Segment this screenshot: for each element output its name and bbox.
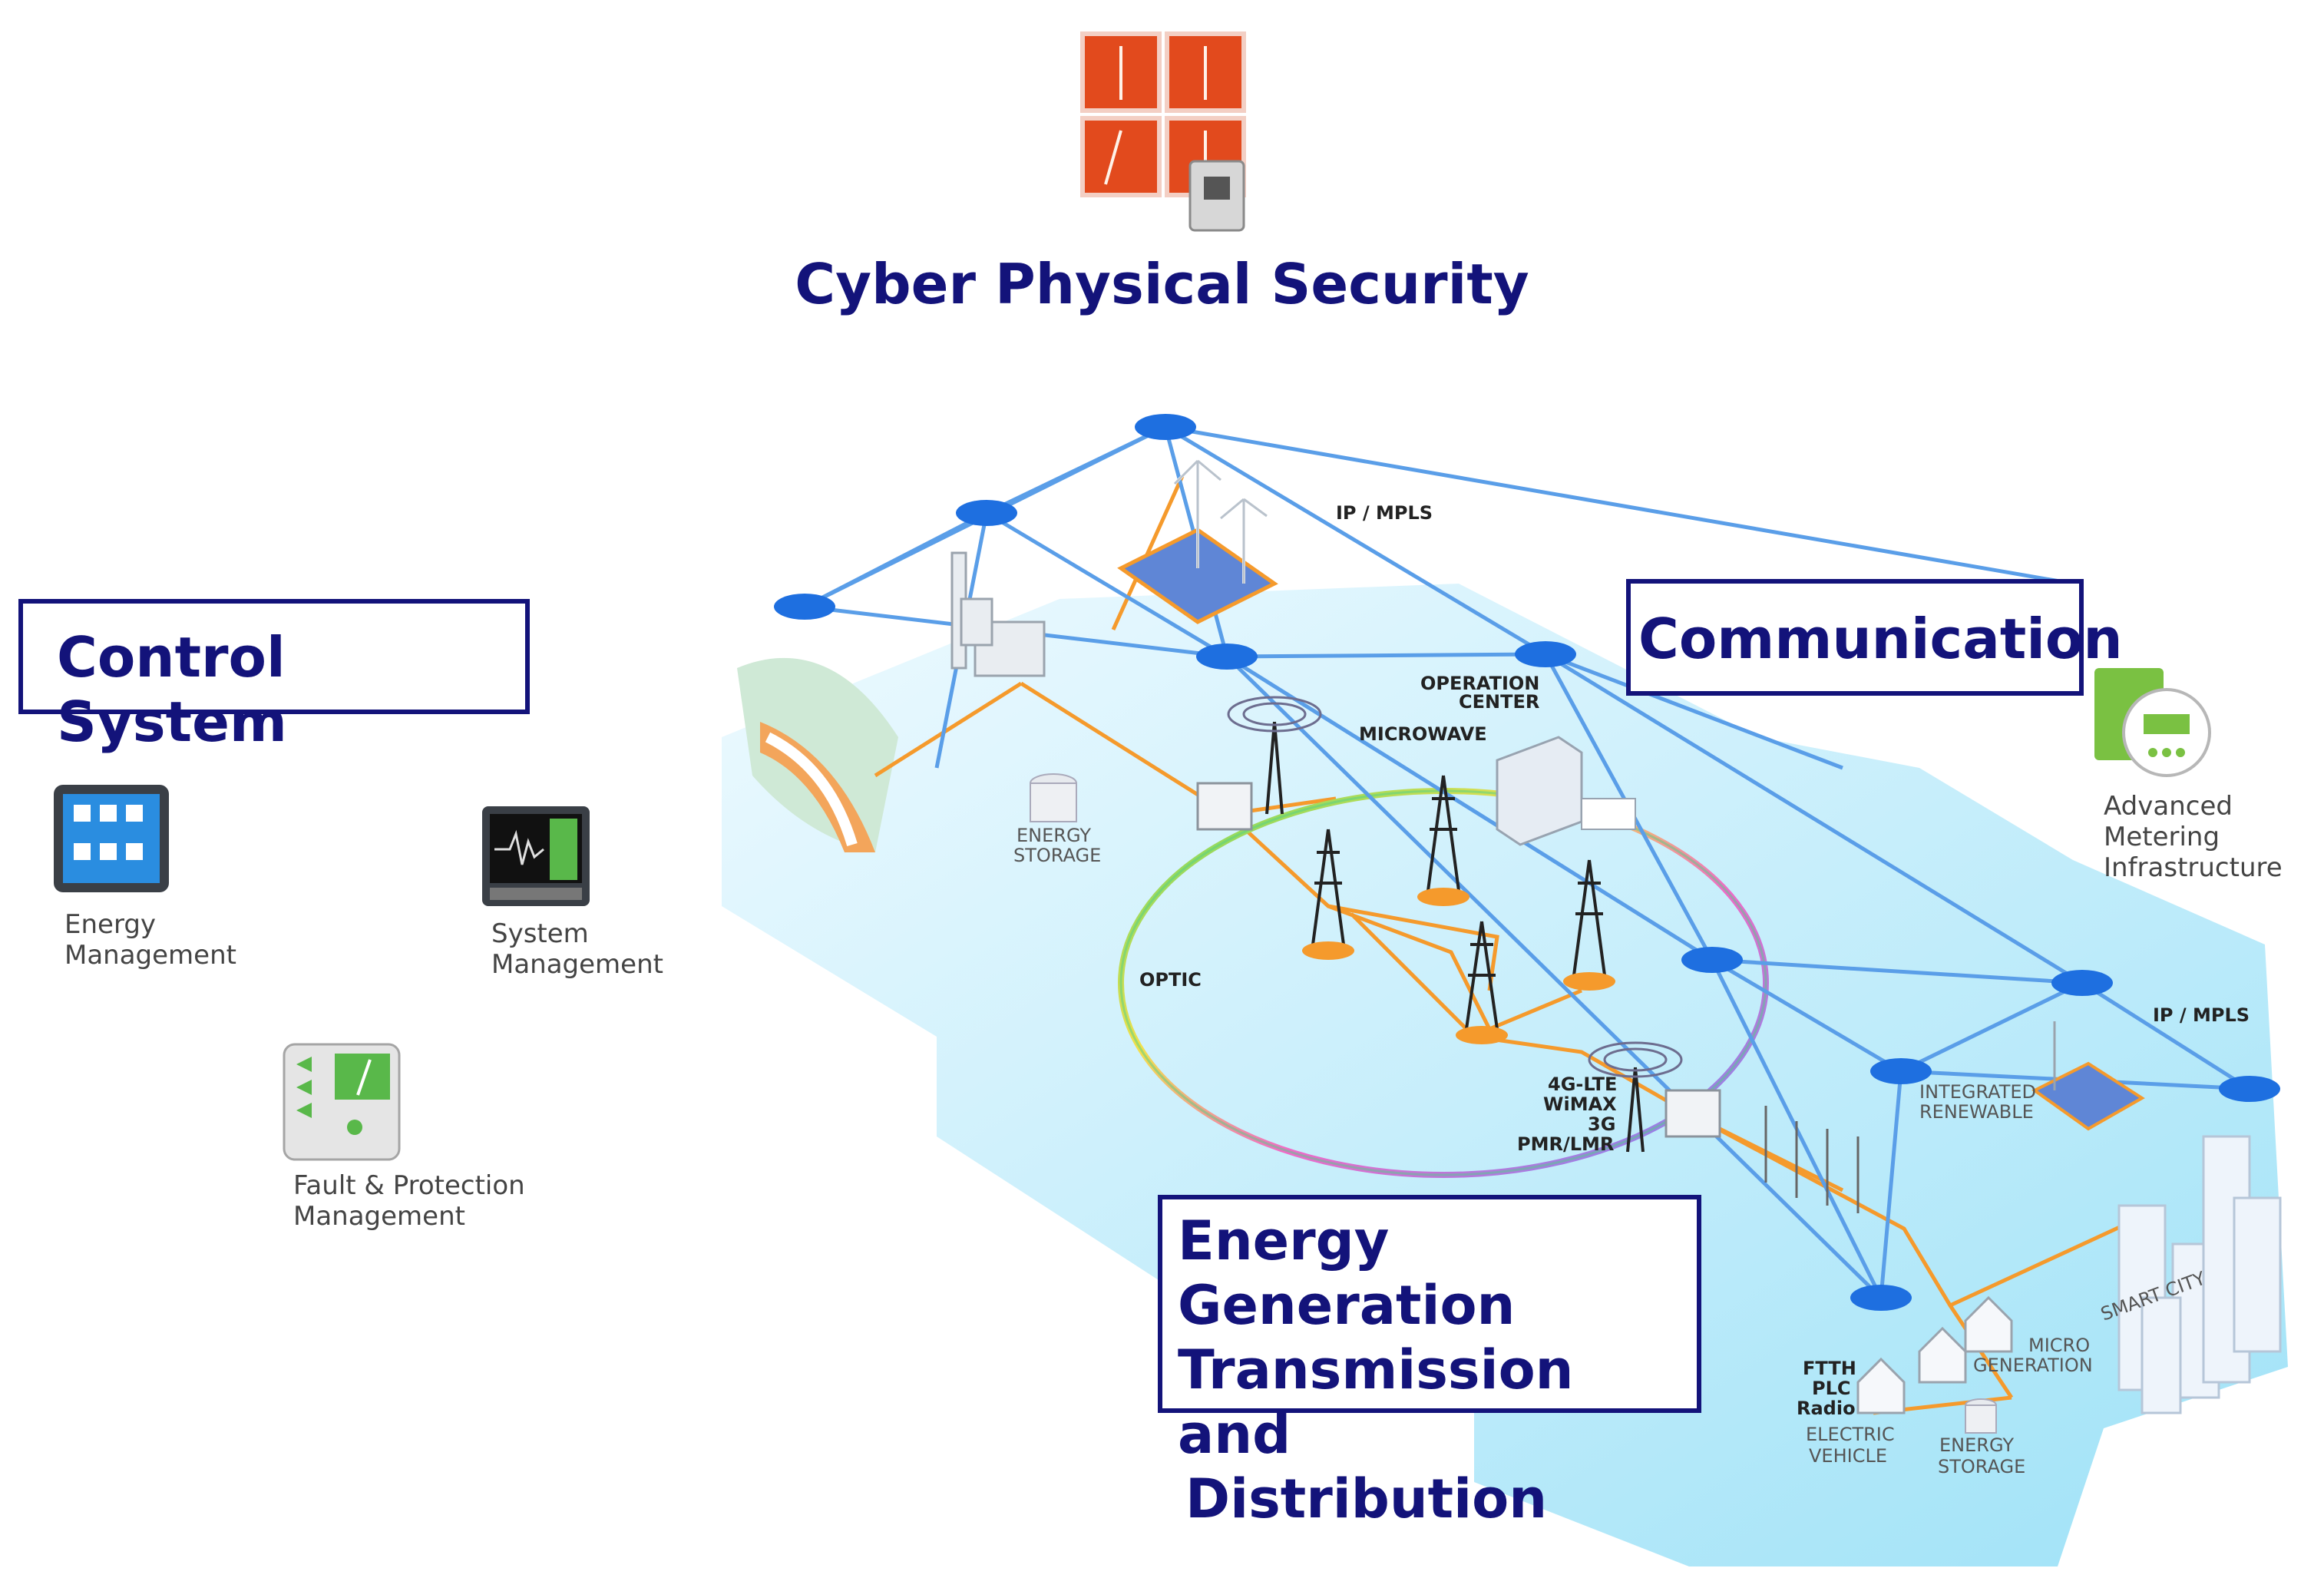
- integrated-renewable-line1: INTEGRATED: [1919, 1081, 2036, 1103]
- operation-center-line1: OPERATION: [1420, 673, 1539, 694]
- solar-farm-top: [1117, 459, 1278, 624]
- system-management-label: System Management: [491, 918, 663, 980]
- ftth-line1: FTTH: [1803, 1358, 1856, 1379]
- diagram-background: [722, 584, 2288, 1566]
- ami-line2: Metering: [2104, 822, 2220, 852]
- operation-center-line2: CENTER: [1459, 691, 1539, 713]
- wireless-line1: 4G-LTE: [1548, 1074, 1617, 1095]
- distribution-poles: [1764, 1106, 1860, 1213]
- page-title: Cyber Physical Security: [795, 252, 1529, 316]
- smart-city-buildings: [2117, 1135, 2282, 1414]
- energy-storage-left-line2: STORAGE: [1013, 845, 1101, 866]
- system-management-line2: Management: [491, 949, 663, 980]
- energy-management-icon: [54, 785, 169, 892]
- network-nodes: [774, 414, 2280, 1311]
- ftth-line3: Radio: [1797, 1398, 1856, 1419]
- electric-vehicle-label: ELECTRIC VEHICLE: [1806, 1424, 1900, 1467]
- integrated-renewable-line2: RENEWABLE: [1919, 1101, 2034, 1123]
- fault-protection-label: Fault & Protection Management: [293, 1170, 525, 1232]
- ip-mpls-right-label: IP / MPLS: [2153, 1004, 2250, 1026]
- power-plant-illustration: [950, 551, 1046, 677]
- micro-generation-line1: MICRO: [2028, 1335, 2090, 1356]
- security-windows-icon: [1080, 31, 1246, 232]
- energy-storage-right-line1: ENERGY: [1939, 1434, 2014, 1456]
- energy-storage-right-label: ENERGY STORAGE: [1938, 1434, 2025, 1477]
- energy-management-line2: Management: [64, 940, 236, 971]
- system-management-icon: [482, 806, 590, 906]
- ami-line3: Infrastructure: [2104, 852, 2283, 883]
- micro-generation-label: MICRO GENERATION: [1973, 1335, 2096, 1376]
- energy-storage-left-line1: ENERGY: [1017, 825, 1091, 846]
- energy-box-line1: Energy Generation: [1178, 1209, 1516, 1337]
- ip-mpls-top-label: IP / MPLS: [1336, 502, 1433, 524]
- ftth-line2: PLC: [1812, 1378, 1851, 1399]
- electric-vehicle-line1: ELECTRIC: [1806, 1424, 1895, 1445]
- wireless-line4: PMR/LMR: [1517, 1133, 1614, 1155]
- energy-generation-box: Energy Generation Transmission and Distr…: [1158, 1195, 1701, 1530]
- energy-management-label: Energy Management: [64, 909, 236, 971]
- energy-box-line3: Distribution: [1185, 1467, 1548, 1530]
- energy-storage-right: [1965, 1398, 1997, 1434]
- dam-illustration: [737, 657, 898, 852]
- operation-center-label: OPERATION CENTER: [1420, 673, 1546, 713]
- tower-bases: [1302, 888, 1615, 1044]
- system-management-line1: System: [491, 918, 589, 949]
- wireless-label: 4G-LTE WiMAX 3G PMR/LMR: [1517, 1074, 1624, 1155]
- ami-line1: Advanced: [2104, 791, 2233, 822]
- fault-protection-icon: [283, 1043, 401, 1161]
- electric-vehicle-line2: VEHICLE: [1809, 1445, 1887, 1467]
- microwave-label: MICROWAVE: [1359, 723, 1487, 745]
- integrated-renewable-illustration: [2031, 1021, 2145, 1131]
- energy-storage-right-line2: STORAGE: [1938, 1456, 2025, 1477]
- fault-protection-line1: Fault & Protection: [293, 1170, 525, 1201]
- smart-meter-icon: [2094, 668, 2211, 777]
- energy-storage-left-label: ENERGY STORAGE: [1013, 825, 1101, 866]
- energy-box-line2: Transmission and: [1178, 1338, 1574, 1466]
- wireless-line2: WiMAX: [1543, 1093, 1617, 1115]
- energy-management-line1: Energy: [64, 909, 157, 940]
- wireless-line3: 3G: [1588, 1113, 1615, 1135]
- optic-label: OPTIC: [1139, 969, 1202, 991]
- houses: [1856, 1295, 2013, 1414]
- substations: [1196, 782, 1721, 1138]
- operation-center-building: [1496, 736, 1636, 846]
- control-system-box: Control System: [18, 599, 530, 754]
- integrated-renewable-label: INTEGRATED RENEWABLE: [1919, 1081, 2042, 1123]
- fault-protection-line2: Management: [293, 1201, 465, 1232]
- ami-label: Advanced Metering Infrastructure: [2104, 791, 2283, 883]
- communication-box: Communication: [1626, 579, 2123, 696]
- energy-storage-left: [1030, 773, 1077, 822]
- micro-generation-line2: GENERATION: [1973, 1355, 2093, 1376]
- transmission-towers: [1265, 721, 1645, 1153]
- microwave-signal: [1227, 696, 1683, 1078]
- ftth-label: FTTH PLC Radio: [1797, 1358, 1863, 1419]
